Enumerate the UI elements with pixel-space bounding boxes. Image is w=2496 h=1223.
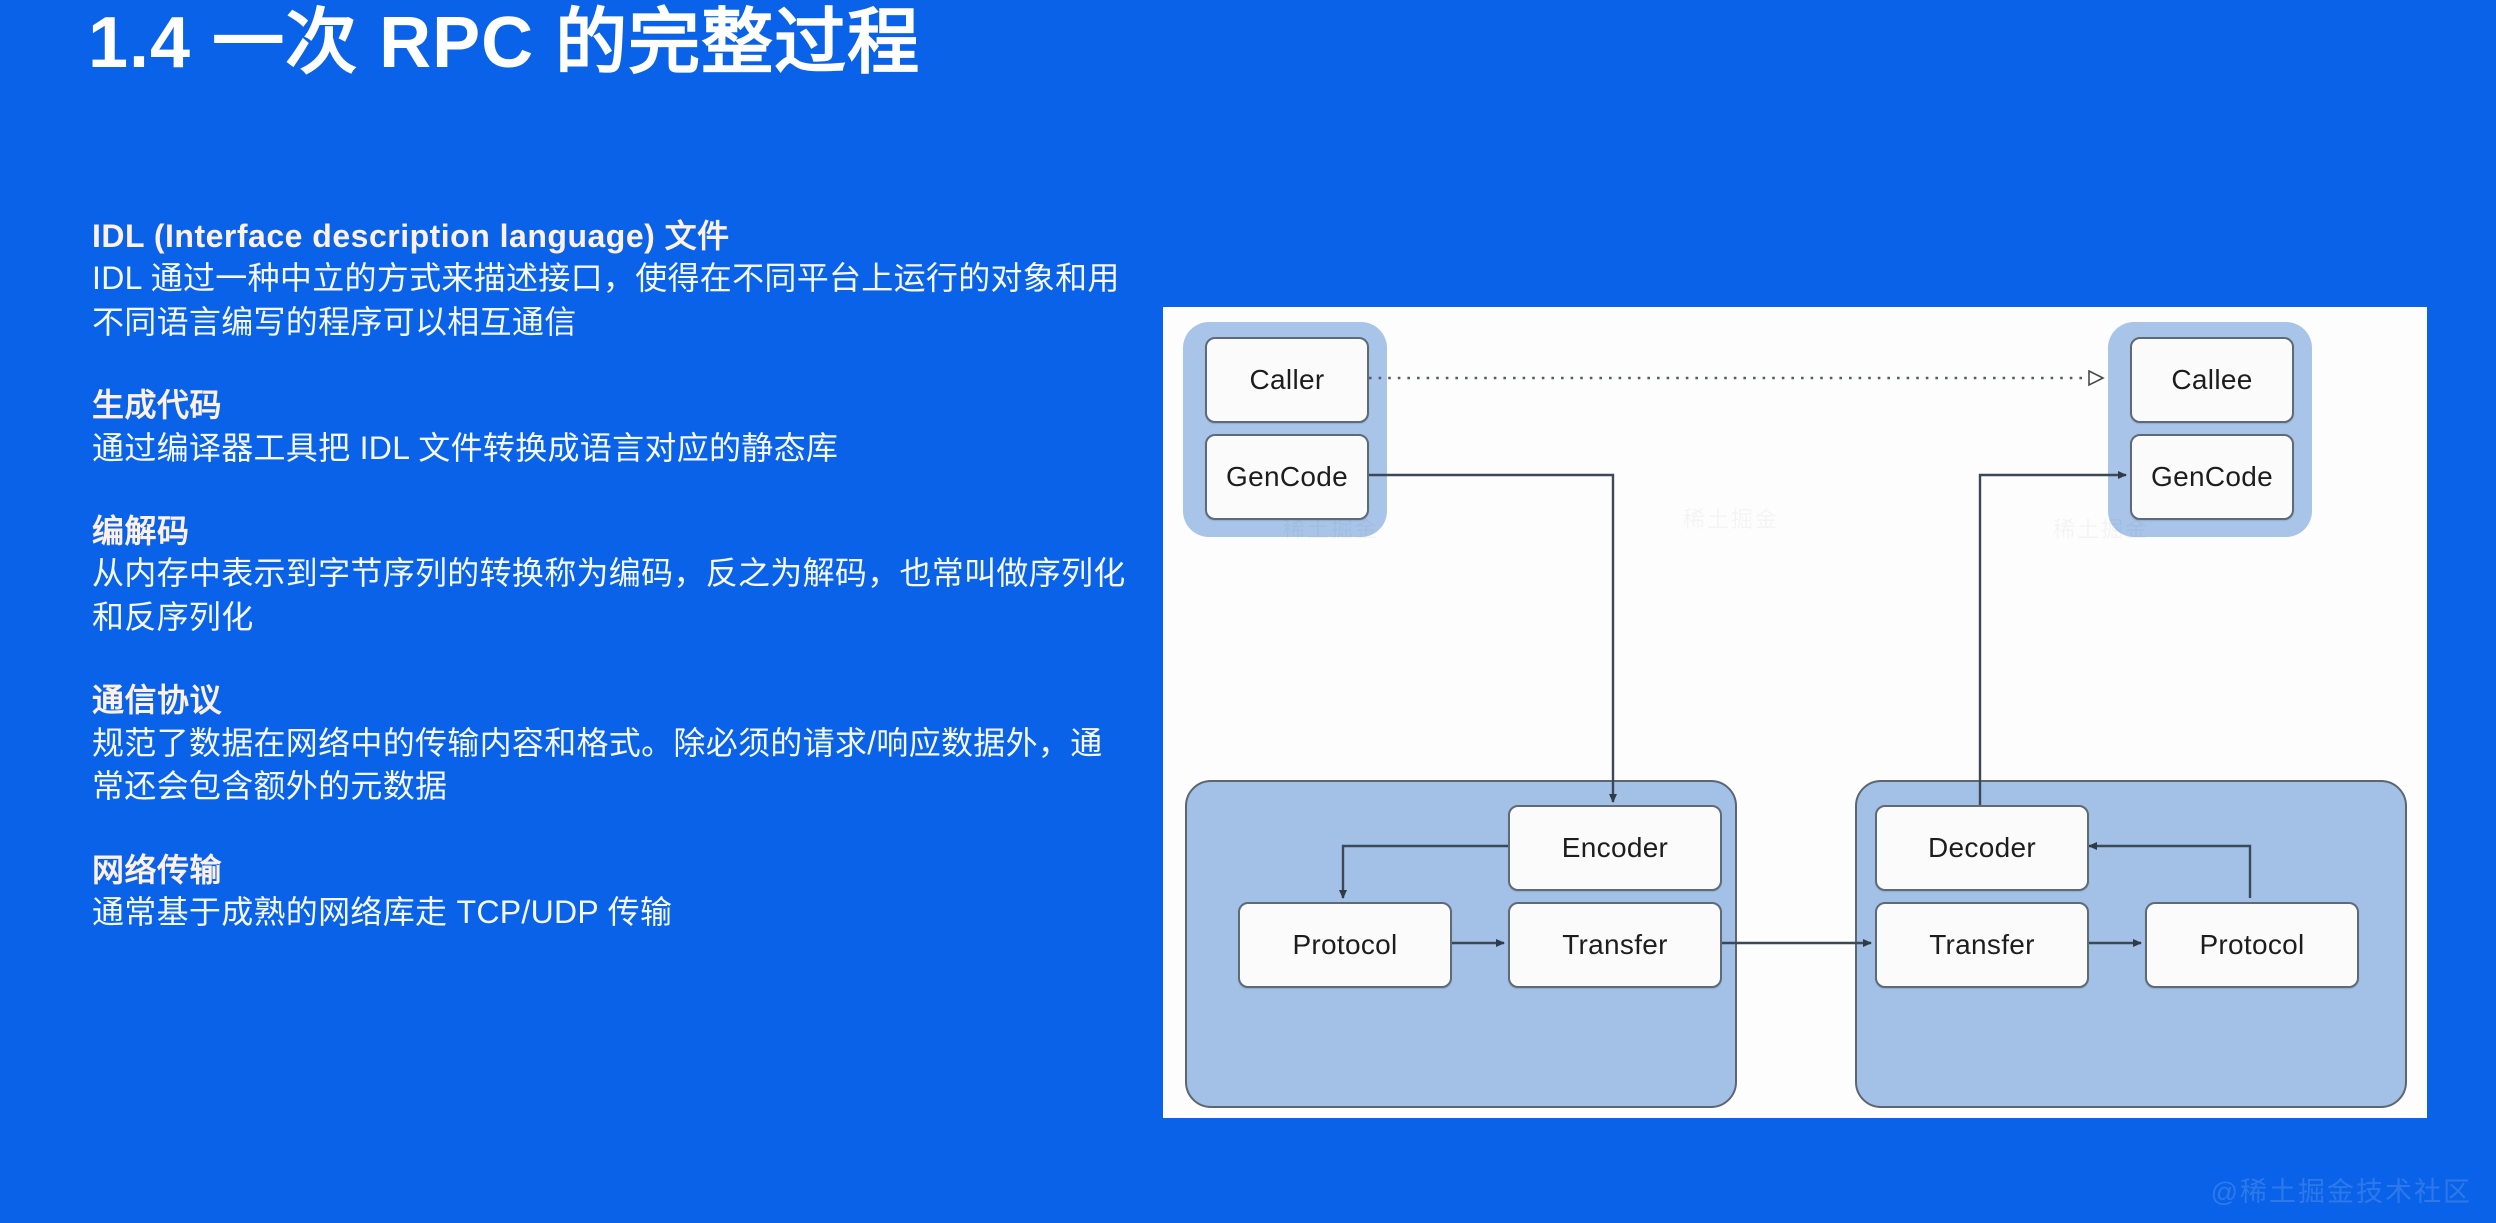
bullet-body: 通过编译器工具把 IDL 文件转换成语言对应的静态库: [92, 429, 839, 466]
node-transfer-right[interactable]: Transfer: [1875, 902, 2089, 988]
bullet-list: IDL (Interface description language) 文件 …: [92, 215, 1152, 974]
bullet-heading: 通信协议: [92, 682, 223, 719]
node-gencode-right[interactable]: GenCode: [2130, 434, 2294, 520]
list-item: 通信协议 规范了数据在网络中的传输内容和格式。除必须的请求/响应数据外，通常还会…: [92, 679, 1152, 808]
watermark: @稀土掘金技术社区: [2210, 1177, 2472, 1207]
list-item: 生成代码 通过编译器工具把 IDL 文件转换成语言对应的静态库: [92, 384, 1152, 470]
node-callee[interactable]: Callee: [2130, 337, 2294, 423]
list-item: 网络传输 通常基于成熟的网络库走 TCP/UDP 传输: [92, 849, 1152, 935]
page-title: 1.4 一次 RPC 的完整过程: [88, 3, 921, 83]
bullet-heading: 生成代码: [92, 387, 223, 424]
node-protocol-left[interactable]: Protocol: [1238, 902, 1452, 988]
node-decoder[interactable]: Decoder: [1875, 805, 2089, 891]
bullet-body: 从内存中表示到字节序列的转换称为编码，反之为解码，也常叫做序列化和反序列化: [92, 555, 1126, 635]
bullet-heading: 编解码: [92, 513, 190, 550]
bullet-body: 规范了数据在网络中的传输内容和格式。除必须的请求/响应数据外，通常还会包含额外的…: [92, 724, 1103, 805]
bullet-body: 通常基于成熟的网络库走 TCP/UDP 传输: [92, 893, 673, 930]
node-caller[interactable]: Caller: [1205, 337, 1369, 423]
bullet-heading: IDL (Interface description language) 文件: [92, 218, 730, 254]
node-protocol-right[interactable]: Protocol: [2145, 902, 2359, 988]
node-gencode-left[interactable]: GenCode: [1205, 434, 1369, 520]
rpc-flow-diagram: 稀土掘金 稀土掘金 稀土掘金 稀土掘金 稀土掘金 Caller: [1163, 307, 2427, 1118]
diagram-connectors: [1339, 307, 2252, 947]
list-item: IDL (Interface description language) 文件 …: [92, 215, 1152, 344]
bullet-body: IDL 通过一种中立的方式来描述接口，使得在不同平台上运行的对象和用不同语言编写…: [92, 260, 1120, 340]
bullet-heading: 网络传输: [92, 851, 223, 888]
node-encoder[interactable]: Encoder: [1508, 805, 1722, 891]
list-item: 编解码 从内存中表示到字节序列的转换称为编码，反之为解码，也常叫做序列化和反序列…: [92, 510, 1152, 639]
node-transfer-left[interactable]: Transfer: [1508, 902, 1722, 988]
